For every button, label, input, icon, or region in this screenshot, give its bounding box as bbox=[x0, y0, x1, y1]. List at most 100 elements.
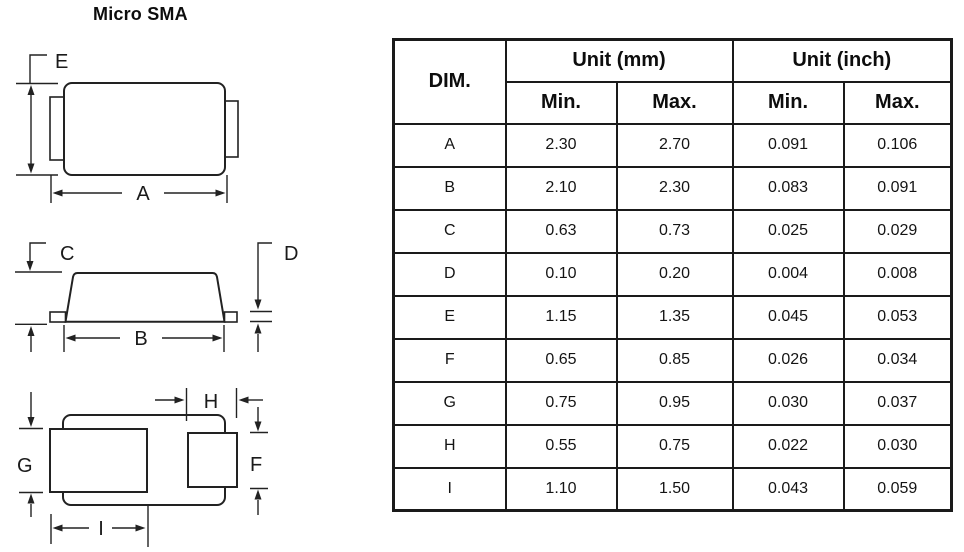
cell-inch-min: 0.022 bbox=[731, 423, 845, 469]
col-header-inch-max: Max. bbox=[842, 80, 953, 125]
cell-inch-min: 0.026 bbox=[731, 337, 845, 383]
dim-label-d: D bbox=[284, 243, 298, 265]
col-group-unit-mm: Unit (mm) bbox=[504, 38, 734, 83]
dim-b-arrow-left bbox=[65, 334, 76, 342]
cell-inch-max: 0.059 bbox=[842, 466, 953, 512]
dim-g-arrow-up bbox=[27, 493, 35, 504]
cell-inch-min: 0.045 bbox=[731, 294, 845, 340]
cell-dim: H bbox=[392, 423, 507, 469]
cell-mm-max: 0.20 bbox=[615, 251, 734, 297]
dim-d-leader bbox=[257, 242, 272, 300]
dim-f-arrow-down bbox=[254, 421, 262, 432]
package-bottom-view-drawing: H G F I bbox=[17, 388, 268, 547]
col-header-dim: DIM. bbox=[392, 38, 507, 125]
dim-i-arrow-left bbox=[52, 524, 63, 532]
table-row: F 0.65 0.85 0.026 0.034 bbox=[392, 337, 953, 383]
dimensions-table: DIM. Unit (mm) Unit (inch) Min. Max. Min… bbox=[392, 38, 954, 512]
cell-mm-max: 1.50 bbox=[615, 466, 734, 512]
cell-mm-max: 0.75 bbox=[615, 423, 734, 469]
cell-dim: E bbox=[392, 294, 507, 340]
cell-mm-min: 1.15 bbox=[504, 294, 618, 340]
cell-dim: I bbox=[392, 466, 507, 512]
cell-inch-max: 0.008 bbox=[842, 251, 953, 297]
cell-dim: A bbox=[392, 122, 507, 168]
col-group-unit-inch: Unit (inch) bbox=[731, 38, 953, 83]
cell-mm-max: 1.35 bbox=[615, 294, 734, 340]
table-row: G 0.75 0.95 0.030 0.037 bbox=[392, 380, 953, 426]
dim-d-arrow-down bbox=[254, 299, 262, 310]
cell-mm-max: 0.73 bbox=[615, 208, 734, 254]
cell-inch-max: 0.029 bbox=[842, 208, 953, 254]
dim-a-arrow-right bbox=[215, 189, 226, 197]
cell-inch-max: 0.106 bbox=[842, 122, 953, 168]
cell-mm-max: 0.85 bbox=[615, 337, 734, 383]
dim-c-arrow-up bbox=[27, 326, 35, 336]
dim-label-e: E bbox=[55, 51, 68, 73]
cell-mm-min: 0.10 bbox=[504, 251, 618, 297]
table-row: H 0.55 0.75 0.022 0.030 bbox=[392, 423, 953, 469]
table-row: B 2.10 2.30 0.083 0.091 bbox=[392, 165, 953, 211]
dim-e-arrow-down bbox=[27, 163, 35, 174]
col-header-inch-min: Min. bbox=[731, 80, 845, 125]
dim-e-leader bbox=[29, 54, 47, 84]
dim-label-f: F bbox=[250, 454, 262, 476]
dim-h-arrow-right bbox=[174, 396, 185, 404]
dim-f-arrow-up bbox=[254, 489, 262, 500]
table-row: A 2.30 2.70 0.091 0.106 bbox=[392, 122, 953, 168]
table-row: D 0.10 0.20 0.004 0.008 bbox=[392, 251, 953, 297]
dim-b-arrow-right bbox=[212, 334, 223, 342]
cell-mm-min: 0.75 bbox=[504, 380, 618, 426]
cell-mm-max: 2.70 bbox=[615, 122, 734, 168]
dimensions-table-body: A 2.30 2.70 0.091 0.106 B 2.10 2.30 0.08… bbox=[392, 122, 953, 512]
lead-tab-right bbox=[224, 100, 239, 158]
cell-inch-min: 0.025 bbox=[731, 208, 845, 254]
col-header-mm-max: Max. bbox=[615, 80, 734, 125]
dim-label-b: B bbox=[134, 328, 147, 350]
dim-label-i: I bbox=[98, 518, 104, 540]
cell-inch-min: 0.091 bbox=[731, 122, 845, 168]
cell-inch-max: 0.030 bbox=[842, 423, 953, 469]
cell-mm-max: 2.30 bbox=[615, 165, 734, 211]
cell-dim: C bbox=[392, 208, 507, 254]
table-row: E 1.15 1.35 0.045 0.053 bbox=[392, 294, 953, 340]
cell-mm-min: 0.65 bbox=[504, 337, 618, 383]
col-header-mm-min: Min. bbox=[504, 80, 618, 125]
lead-tab-left bbox=[49, 96, 65, 161]
cell-mm-min: 0.55 bbox=[504, 423, 618, 469]
dim-h-arrow-left bbox=[238, 396, 249, 404]
dim-e-arrow-up bbox=[27, 85, 35, 95]
pad-left bbox=[49, 428, 148, 493]
pad-right bbox=[187, 432, 238, 488]
lead-foot-right bbox=[223, 311, 238, 323]
dim-label-a: A bbox=[136, 183, 150, 205]
cell-inch-min: 0.043 bbox=[731, 466, 845, 512]
dim-label-h: H bbox=[204, 391, 218, 413]
dim-g-arrow-down bbox=[27, 417, 35, 427]
dim-i-arrow-right bbox=[135, 524, 146, 532]
lead-foot-left bbox=[49, 311, 67, 323]
cell-mm-min: 2.10 bbox=[504, 165, 618, 211]
dimensions-table-header: DIM. Unit (mm) Unit (inch) Min. Max. Min… bbox=[392, 38, 953, 125]
dim-label-g: G bbox=[17, 455, 33, 477]
cell-dim: B bbox=[392, 165, 507, 211]
dim-d-arrow-up bbox=[254, 323, 262, 334]
cell-inch-min: 0.004 bbox=[731, 251, 845, 297]
cell-dim: D bbox=[392, 251, 507, 297]
dim-c-leader bbox=[29, 242, 46, 263]
table-row: C 0.63 0.73 0.025 0.029 bbox=[392, 208, 953, 254]
cell-mm-min: 2.30 bbox=[504, 122, 618, 168]
cell-inch-max: 0.034 bbox=[842, 337, 953, 383]
dim-label-c: C bbox=[60, 243, 74, 265]
cell-inch-max: 0.053 bbox=[842, 294, 953, 340]
table-row: I 1.10 1.50 0.043 0.059 bbox=[392, 466, 953, 512]
dim-a-arrow-left bbox=[52, 189, 63, 197]
cell-dim: F bbox=[392, 337, 507, 383]
package-body-profile bbox=[64, 272, 226, 323]
package-body-outline bbox=[63, 82, 226, 176]
page-title: Micro SMA bbox=[93, 4, 188, 24]
package-side-view-drawing: C D B bbox=[15, 242, 298, 352]
cell-mm-min: 1.10 bbox=[504, 466, 618, 512]
cell-dim: G bbox=[392, 380, 507, 426]
package-top-view-drawing: E A bbox=[16, 51, 239, 205]
